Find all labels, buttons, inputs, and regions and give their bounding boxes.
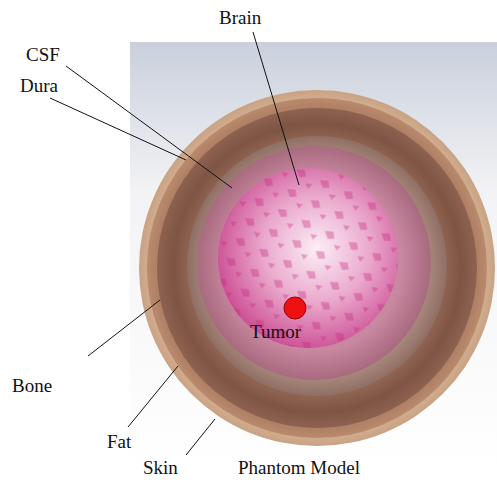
caption-label: Phantom Model	[238, 458, 360, 479]
bone-label: Bone	[12, 376, 52, 397]
tumor-label: Tumor	[250, 322, 301, 343]
dura-label: Dura	[20, 76, 58, 97]
fat-label: Fat	[107, 432, 131, 453]
brain-label: Brain	[219, 8, 261, 29]
skin-label: Skin	[143, 458, 178, 479]
csf-label: CSF	[26, 45, 60, 66]
